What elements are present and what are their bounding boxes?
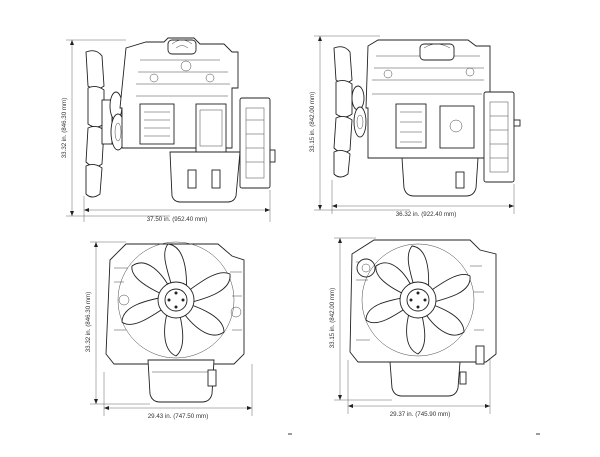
width-dimension-2: 36.32 in. (922.40 mm) (331, 180, 515, 218)
width-label-3: 29.43 in. (747.50 mm) (148, 413, 209, 420)
width-label-1: 37.50 in. (952.40 mm) (147, 216, 208, 223)
width-label-4: 29.37 in. (745.90 mm) (390, 411, 451, 418)
height-label-1: 33.32 in. (846.30 mm) (61, 98, 68, 159)
fan-side-profile (85, 50, 113, 198)
front-view-drawing-1: 33.32 in. (846.30 mm) 29.43 in. (747.50 … (85, 241, 253, 420)
height-label-4: 33.15 in. (842.00 mm) (329, 288, 336, 349)
engine-block-2 (365, 39, 491, 159)
flywheel-housing-2 (483, 91, 521, 183)
height-dimension-1: 33.32 in. (846.30 mm) (61, 39, 170, 217)
oil-pan-front-2 (389, 361, 467, 397)
fan-side-profile-2 (333, 46, 353, 178)
oil-pan (169, 151, 241, 203)
oil-pan-2 (401, 157, 479, 197)
flywheel-housing (239, 97, 276, 189)
height-dimension-3: 33.32 in. (846.30 mm) (85, 241, 150, 405)
width-dimension-3: 29.43 in. (747.50 mm) (103, 364, 253, 420)
front-view-drawing-2: 33.15 in. (842.00 mm) 29.37 in. (745.90 … (329, 237, 497, 418)
height-label-2: 33.15 in. (842.00 mm) (309, 92, 316, 153)
fan-front-view-2 (361, 243, 475, 357)
pulley-stack (109, 91, 126, 151)
width-dimension-4: 29.37 in. (745.90 mm) (347, 358, 491, 418)
engine-block (119, 37, 239, 153)
fan-front-view (117, 241, 235, 359)
side-view-drawing-1: 33.32 in. (846.30 mm) 37.50 in. (952.40 … (61, 37, 276, 223)
oil-pan-front (147, 359, 217, 403)
height-dimension-2: 33.15 in. (842.00 mm) (309, 35, 410, 211)
pulley-stack-2 (351, 85, 367, 138)
width-dimension-1: 37.50 in. (952.40 mm) (83, 190, 271, 223)
height-dimension-4: 33.15 in. (842.00 mm) (329, 237, 392, 401)
height-label-3: 33.32 in. (846.30 mm) (85, 292, 92, 353)
side-view-drawing-2: 33.15 in. (842.00 mm) 36.32 in. (922.40 … (309, 35, 521, 218)
width-label-2: 36.32 in. (922.40 mm) (396, 211, 457, 218)
